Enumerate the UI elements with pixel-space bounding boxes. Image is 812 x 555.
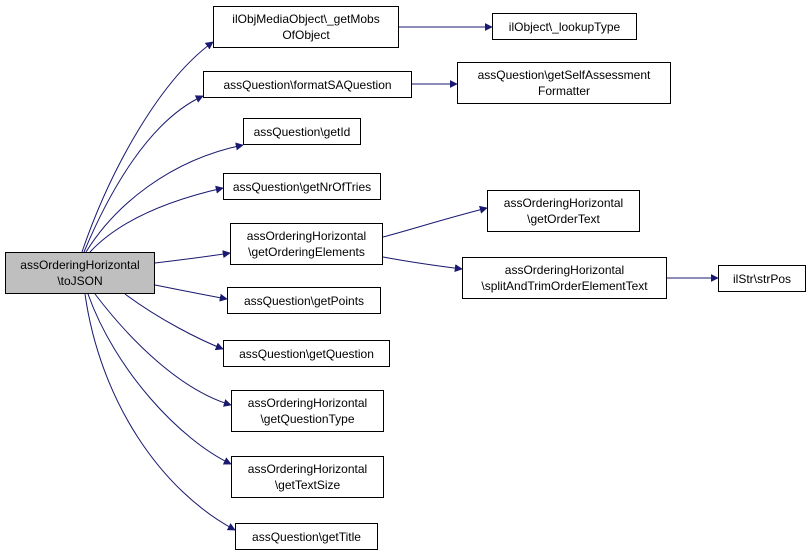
node-getOrderingElements-line2: \getOrderingElements: [248, 245, 365, 259]
edge-getOrderingElements-getOrderText: [382, 205, 488, 238]
node-getNrOfTries-line1: assQuestion\getNrOfTries: [232, 179, 372, 194]
node-getQuestionType-line1: assOrderingHorizontal: [247, 396, 368, 410]
node-getTextSize[interactable]: assOrderingHorizontal \getTextSize: [231, 456, 384, 498]
node-getOrderText[interactable]: assOrderingHorizontal \getOrderText: [487, 190, 640, 232]
node-getTitle-line1: assQuestion\getTitle: [252, 529, 361, 544]
node-getOrderingElements[interactable]: assOrderingHorizontal \getOrderingElemen…: [230, 223, 383, 265]
edge-root-getNrOfTries: [89, 185, 224, 253]
node-getOrderText-line2: \getOrderText: [527, 212, 600, 226]
node-getId-line1: assQuestion\getId: [253, 124, 351, 139]
node-getTextSize-line2: \getTextSize: [274, 478, 341, 492]
node-toJSON[interactable]: assOrderingHorizontal \toJSON: [5, 252, 155, 294]
node-getId[interactable]: assQuestion\getId: [243, 118, 361, 145]
node-getMobsOfObject-line2: OfObject: [282, 28, 330, 42]
node-getPoints-line1: assQuestion\getPoints: [243, 293, 365, 308]
node-splitAndTrimOrderElementText-line1: assOrderingHorizontal: [504, 263, 625, 277]
edge-root-getPoints: [154, 284, 228, 302]
node-getOrderingElements-line1: assOrderingHorizontal: [246, 229, 367, 243]
node-getQuestion-line1: assQuestion\getQuestion: [239, 346, 374, 361]
node-getQuestion[interactable]: assQuestion\getQuestion: [223, 340, 390, 367]
node-splitAndTrimOrderElementText[interactable]: assOrderingHorizontal \splitAndTrimOrder…: [462, 257, 667, 299]
edge-root-getMobsOfObject: [81, 41, 214, 253]
node-splitAndTrimOrderElementText-line2: \splitAndTrimOrderElementText: [481, 279, 648, 293]
edge-root-getQuestionType: [94, 293, 232, 407]
edge-root-getOrderingElements: [154, 250, 231, 264]
node-formatSAQuestion-line1: assQuestion\formatSAQuestion: [223, 77, 392, 92]
edge-root-getQuestion: [124, 293, 224, 351]
node-getNrOfTries[interactable]: assQuestion\getNrOfTries: [223, 173, 381, 200]
node-getSelfAssessmentFormatter-line1: assQuestion\getSelfAssessment: [477, 68, 651, 82]
edge-getOrderingElements-splitAndTrimOrderElementText: [382, 256, 463, 273]
node-toJSON-line2: \toJSON: [57, 274, 103, 288]
edge-root-getTitle: [84, 293, 236, 531]
node-getQuestionType-line2: \getQuestionType: [260, 412, 355, 426]
node-getOrderText-line1: assOrderingHorizontal: [503, 196, 624, 210]
node-getTextSize-line1: assOrderingHorizontal: [247, 462, 368, 476]
node-lookupType[interactable]: ilObject\_lookupType: [492, 13, 637, 40]
node-strPos[interactable]: ilStr\strPos: [718, 265, 806, 292]
node-getTitle[interactable]: assQuestion\getTitle: [235, 523, 378, 550]
node-getMobsOfObject[interactable]: ilObjMediaObject\_getMobs OfObject: [213, 6, 399, 48]
edge-root-getTextSize: [87, 293, 232, 465]
node-getSelfAssessmentFormatter-line2: Formatter: [537, 84, 590, 98]
node-formatSAQuestion[interactable]: assQuestion\formatSAQuestion: [203, 71, 412, 98]
node-getQuestionType[interactable]: assOrderingHorizontal \getQuestionType: [231, 390, 384, 432]
node-toJSON-line1: assOrderingHorizontal: [20, 258, 140, 272]
edge-root-formatSAQuestion: [83, 95, 204, 253]
node-getPoints[interactable]: assQuestion\getPoints: [227, 287, 381, 314]
edge-root-getId: [85, 142, 244, 253]
node-getSelfAssessmentFormatter[interactable]: assQuestion\getSelfAssessment Formatter: [457, 62, 671, 104]
node-strPos-line1: ilStr\strPos: [732, 271, 791, 286]
node-getMobsOfObject-line1: ilObjMediaObject\_getMobs: [232, 12, 380, 26]
node-lookupType-line1: ilObject\_lookupType: [508, 19, 621, 34]
